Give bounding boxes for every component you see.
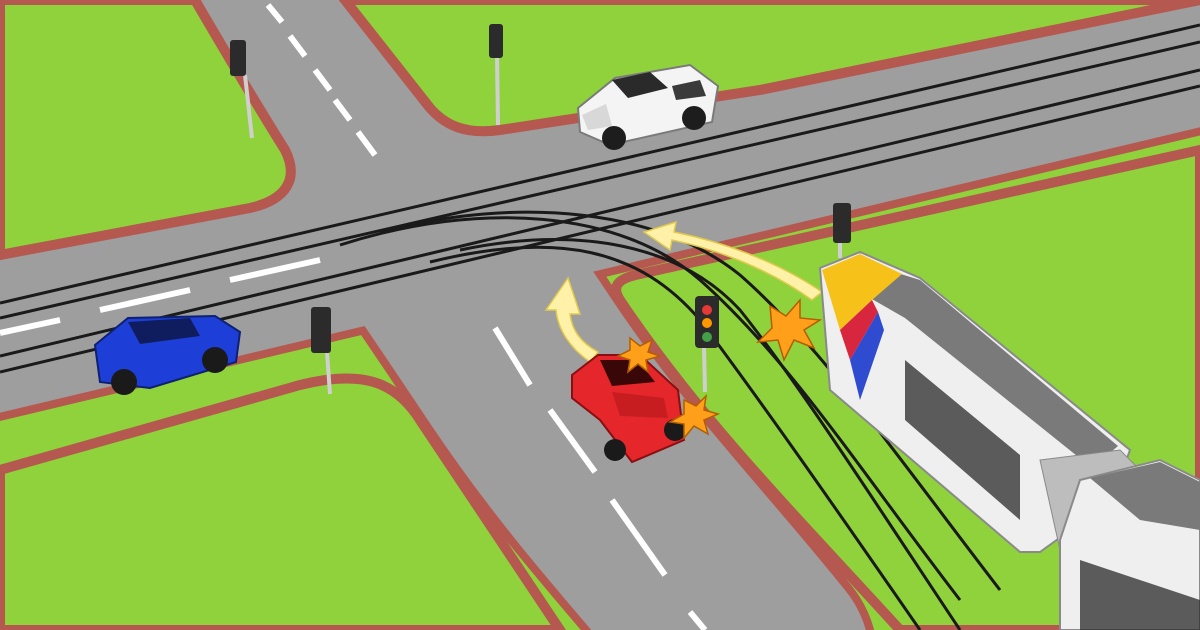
collision-burst-red-car-front: [616, 336, 663, 374]
signal-green-lamp: [702, 332, 712, 342]
blue-hatchback-wheel-rear: [202, 347, 228, 373]
track-main-3: [0, 68, 1200, 358]
signal-amber-lamp: [702, 318, 712, 328]
grass-corner-top-right: [338, 0, 1200, 137]
red-hatchback-wheel-front-left: [604, 439, 626, 461]
tram-windows-front: [905, 360, 1020, 520]
white-suv: [576, 63, 720, 150]
red-hatchback-wheel-front-right: [664, 419, 686, 441]
white-suv-wheel-rear: [682, 106, 706, 130]
collision-burst-tram: [755, 298, 823, 363]
traffic-light-top-left: [230, 40, 254, 139]
signal-red-lamp: [702, 305, 712, 315]
tram-path-arrow: [642, 220, 824, 301]
track-curve-2: [379, 210, 1002, 591]
blue-hatchback: [93, 314, 242, 395]
track-curve-1: [339, 216, 962, 601]
track-curve-4: [459, 238, 962, 630]
white-suv-wheel-front: [602, 126, 626, 150]
track-main-1: [0, 23, 1200, 305]
blue-hatchback-wheel-front: [111, 369, 137, 395]
tram-yellow-nose: [822, 254, 902, 330]
tram-windows-rear: [1080, 560, 1200, 630]
grass-corner-top-left: [0, 0, 296, 261]
tram-red-stripe: [840, 300, 878, 360]
cross-road-surface: [142, 0, 866, 630]
red-hatchback: [571, 354, 686, 464]
tram-roof-rear: [1090, 462, 1200, 530]
traffic-light-left: [311, 307, 332, 395]
tram: [818, 250, 1200, 630]
lane-markings-main-road: [0, 257, 321, 336]
tram-blue-stripe: [850, 312, 884, 400]
tram-roof-front: [856, 262, 1118, 468]
collision-burst-red-car-side: [667, 393, 721, 441]
traffic-light-right-tram: [833, 203, 851, 258]
traffic-light-center: [695, 296, 719, 393]
lane-markings-cross-road: [265, 3, 708, 630]
grass-corner-bottom-left: [0, 373, 567, 630]
traffic-light-top-center: [489, 24, 503, 126]
red-car-turn-arrow: [544, 276, 600, 364]
track-main-2: [0, 40, 1200, 320]
